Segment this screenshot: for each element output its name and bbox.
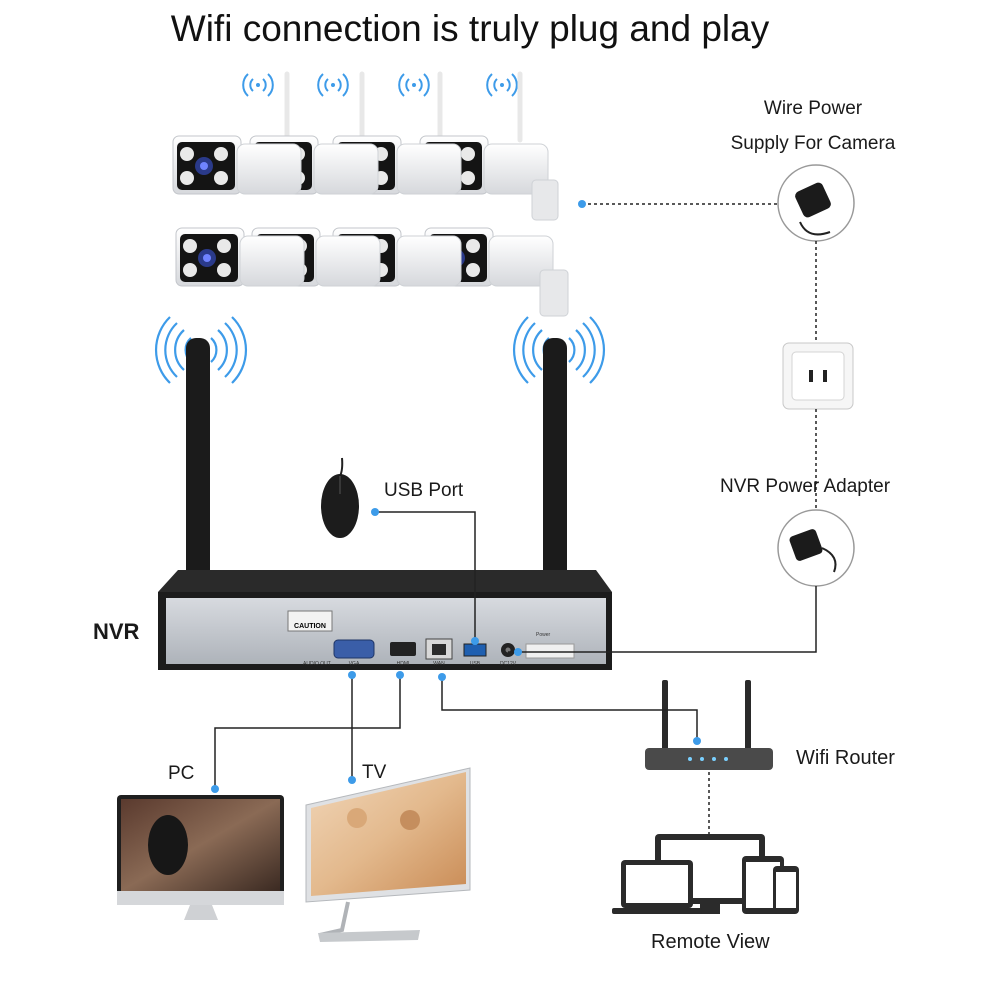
wire-power-label-line2: Supply For Camera	[730, 133, 896, 154]
wan-label: WAN	[433, 661, 445, 667]
power-adapter-icon	[777, 164, 855, 242]
nvr-antennas	[186, 338, 567, 638]
dc12v-label: DC12V	[500, 661, 517, 667]
audio-out-label: AUDIO OUT	[303, 661, 331, 667]
tv-monitor-icon	[305, 767, 471, 942]
remote-view-label: Remote View	[651, 931, 770, 953]
power-outlet-icon	[782, 342, 854, 410]
camera-antennas	[284, 71, 523, 143]
wire-power-label: Wire Power	[763, 98, 863, 119]
power-panel-label: Power	[536, 632, 551, 638]
hdmi-label: HDMI	[397, 661, 410, 667]
vga-label: VGA	[349, 661, 360, 667]
router-icon	[645, 680, 773, 770]
connector-dots	[211, 200, 701, 793]
wifi-router-label: Wifi Router	[796, 747, 895, 769]
tv-label: TV	[362, 762, 387, 783]
nvr-device: CAUTION AUDIO OUT VGA HDMI WAN USB DC12V…	[158, 570, 612, 670]
pc-label: PC	[168, 763, 195, 784]
nvr-label: NVR	[93, 619, 140, 644]
power-adapter-icon	[777, 509, 855, 587]
wifi-signal-icon	[154, 315, 606, 385]
mouse-icon	[321, 457, 359, 538]
page-title: Wifi connection is truly plug and play	[170, 8, 770, 49]
remote-devices-icon	[612, 834, 799, 914]
caution-label: CAUTION	[294, 623, 326, 630]
usb-panel-label: USB	[470, 661, 481, 667]
wifi-signal-icon	[242, 73, 518, 97]
bullet-camera-icon	[172, 135, 569, 317]
imac-monitor-icon	[117, 795, 284, 920]
nvr-power-adapter-label: NVR Power Adapter	[720, 476, 891, 497]
usb-port-label: USB Port	[384, 480, 464, 501]
connection-lines	[214, 203, 817, 834]
